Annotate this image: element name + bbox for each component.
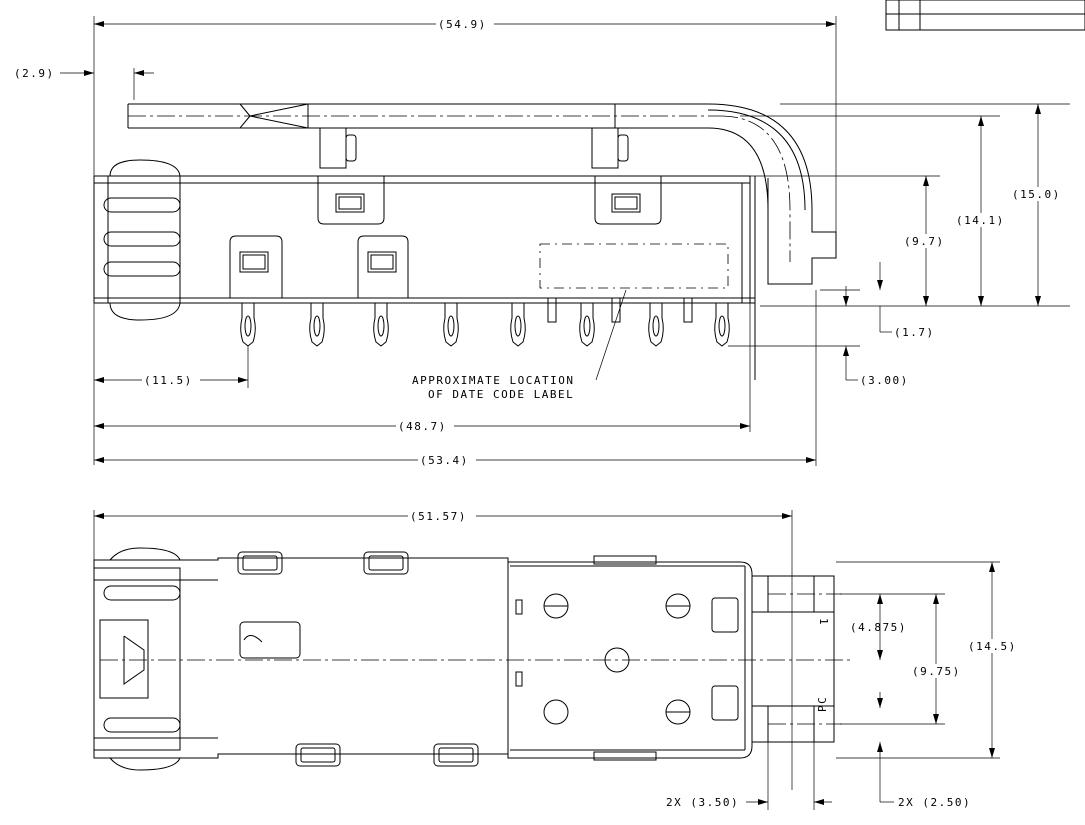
top-dimensions [94, 513, 1000, 810]
date-code-label-line2: OF DATE CODE LABEL [428, 388, 574, 401]
top-view: 1 PC [93, 509, 1022, 810]
pipe-mark-pc: PC [816, 696, 829, 712]
dim-side-height-cage: (9.7) [904, 235, 945, 248]
title-block [885, 0, 1085, 31]
dim-side-left-offset: (2.9) [14, 67, 55, 80]
dim-top-pipe-width: 2X (3.50) [666, 796, 739, 809]
dim-side-standoff: (1.7) [894, 326, 935, 339]
light-pipes-top: 1 PC [751, 575, 842, 743]
dim-side-overall-length: (54.9) [438, 18, 487, 31]
dim-top-lightpipe-span: (9.75) [912, 665, 961, 678]
press-fit-pins [240, 297, 730, 347]
dim-side-height-total: (15.0) [1012, 188, 1061, 201]
dim-side-pin-length: (3.00) [860, 374, 909, 387]
dim-side-body-length: (53.4) [420, 454, 469, 467]
light-pipe-side [127, 103, 837, 285]
cage-body-top [93, 547, 850, 771]
side-view: (54.9) (2.9) (15.0) (14.1) (9.7) (1.7) (… [14, 16, 1070, 467]
dim-top-overall-length: (51.57) [410, 510, 467, 523]
dim-top-pipe-gap: 2X (2.50) [898, 796, 971, 809]
dim-side-height-body: (14.1) [956, 214, 1005, 227]
dim-side-first-pin: (11.5) [144, 374, 193, 387]
date-code-label-line1: APPROXIMATE LOCATION [412, 374, 574, 387]
dim-top-width: (14.5) [968, 640, 1017, 653]
dim-top-lightpipe-pitch: (4.875) [850, 621, 907, 634]
pipe-mark-1: 1 [817, 618, 830, 626]
cage-body-side [93, 159, 756, 381]
dim-side-cage-length: (48.7) [398, 420, 447, 433]
